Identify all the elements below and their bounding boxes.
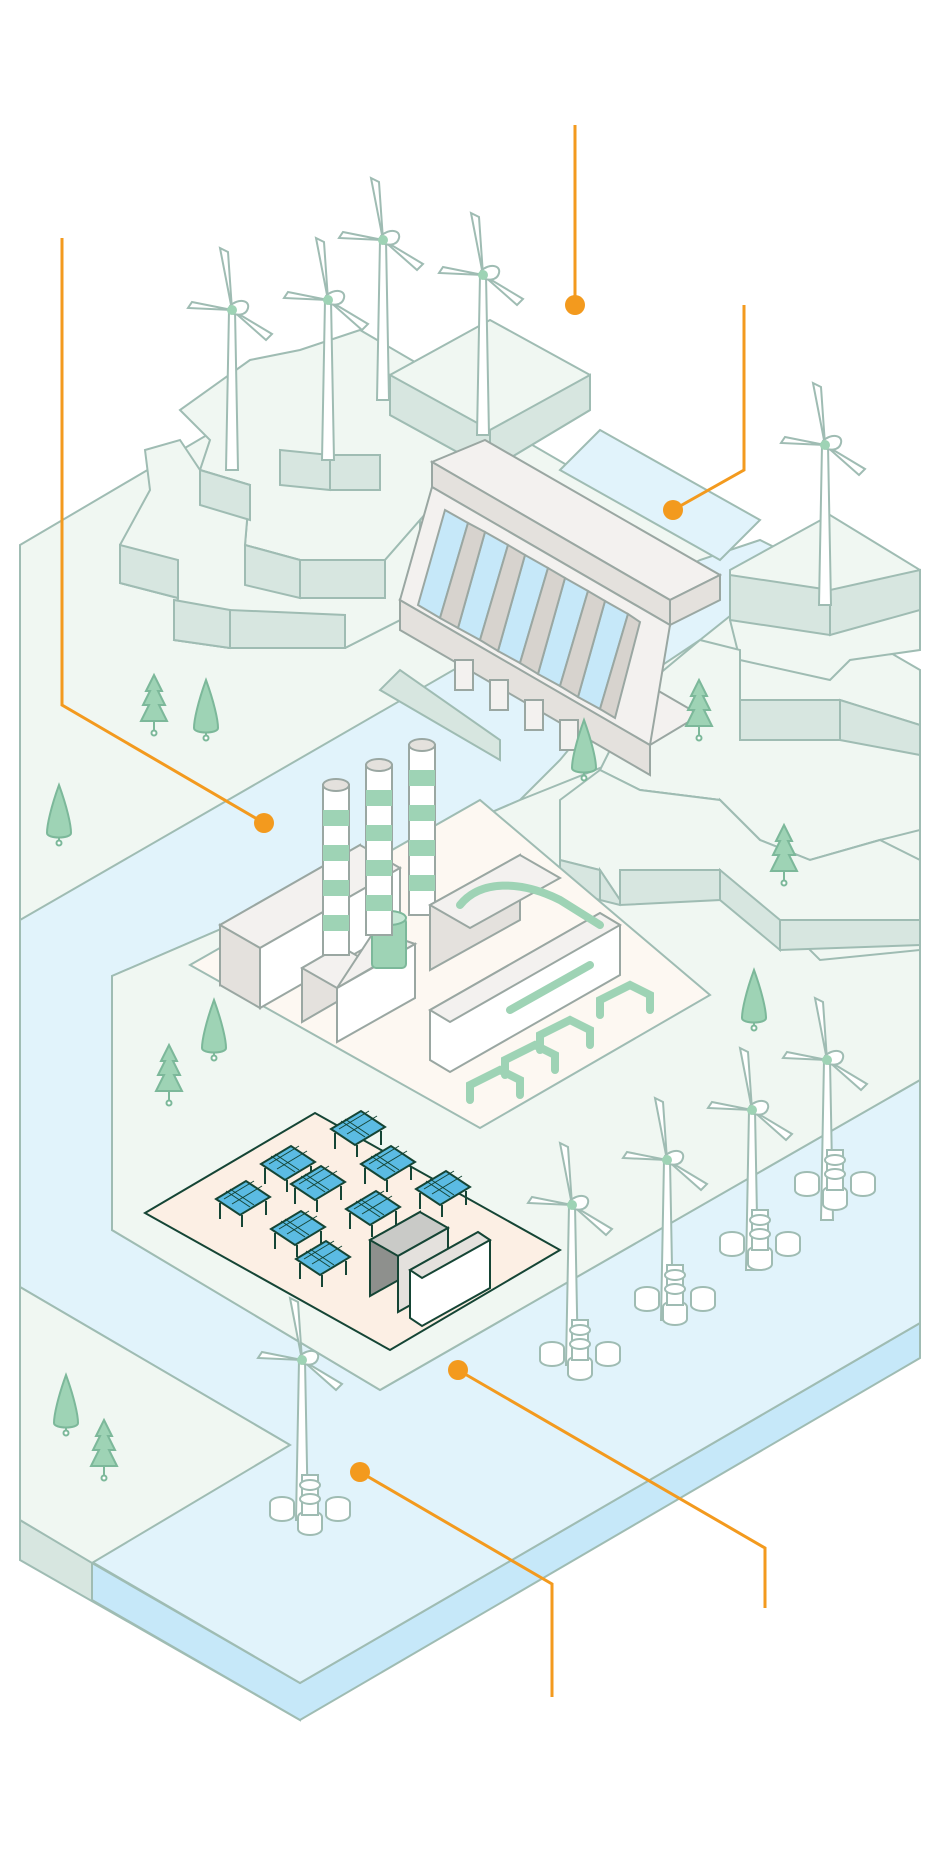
thermal-power-plant: [187, 738, 712, 1130]
callout-thermal-plant: [60, 238, 265, 825]
callout-dot: [254, 813, 274, 833]
solar-farm: [142, 1110, 563, 1352]
callout-lines: [60, 125, 767, 1697]
callout-dot: [565, 295, 585, 315]
callout-offshore-wind-nearshore: [359, 1470, 554, 1697]
callout-hydro-dam: [672, 305, 746, 512]
callout-offshore-wind: [457, 1368, 767, 1608]
callout-dot: [350, 1462, 370, 1482]
callout-dot: [663, 500, 683, 520]
callout-dots: [254, 295, 683, 1482]
left-terraced-hills: [119, 318, 591, 650]
right-terraced-hills: [559, 513, 921, 962]
callout-dot: [448, 1360, 468, 1380]
